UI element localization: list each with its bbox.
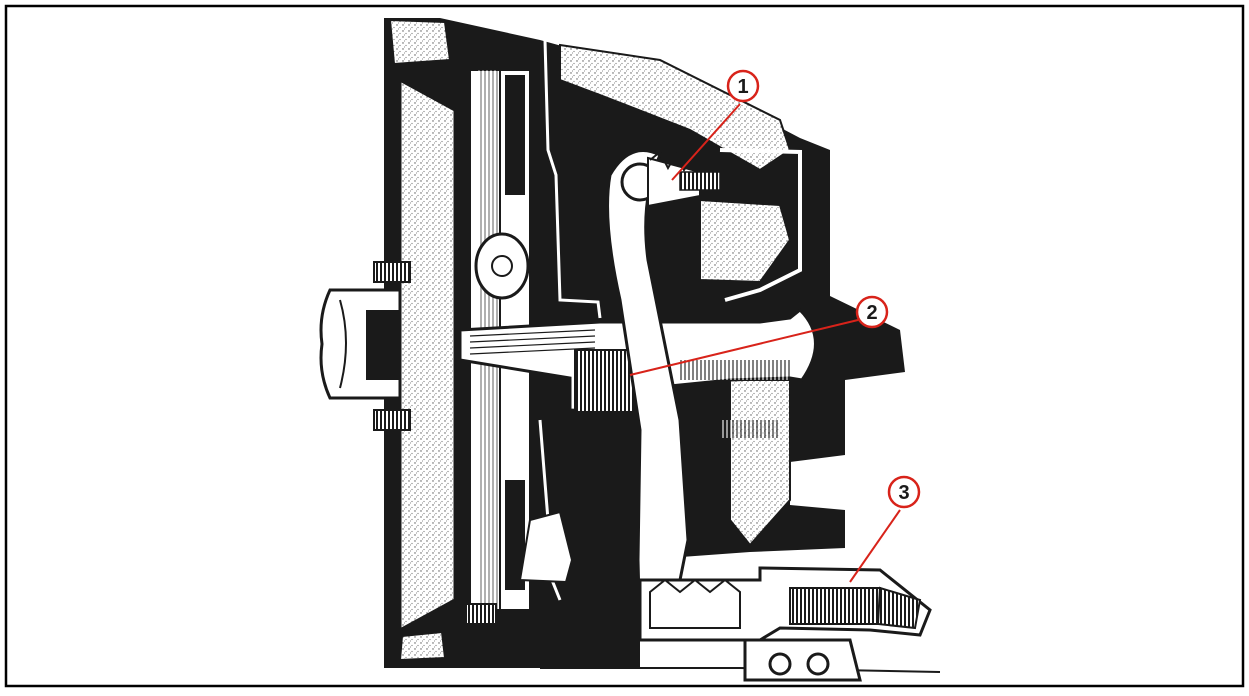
callout-3-number: 3 xyxy=(898,482,909,504)
callout-2-circle xyxy=(855,295,889,329)
callout-2-number: 2 xyxy=(866,302,877,324)
callout-1: 1 xyxy=(671,69,760,181)
callout-2: 2 xyxy=(629,295,889,376)
slave-cylinder xyxy=(638,566,932,682)
callout-3: 3 xyxy=(849,475,921,583)
callout-1-number: 1 xyxy=(737,76,748,98)
bolt-upper xyxy=(373,261,411,283)
release-fork xyxy=(606,149,721,642)
callout-3-circle xyxy=(887,475,921,509)
bolt-lower xyxy=(373,409,411,431)
callout-1-circle xyxy=(726,69,760,103)
bolt-bottom xyxy=(465,603,497,625)
